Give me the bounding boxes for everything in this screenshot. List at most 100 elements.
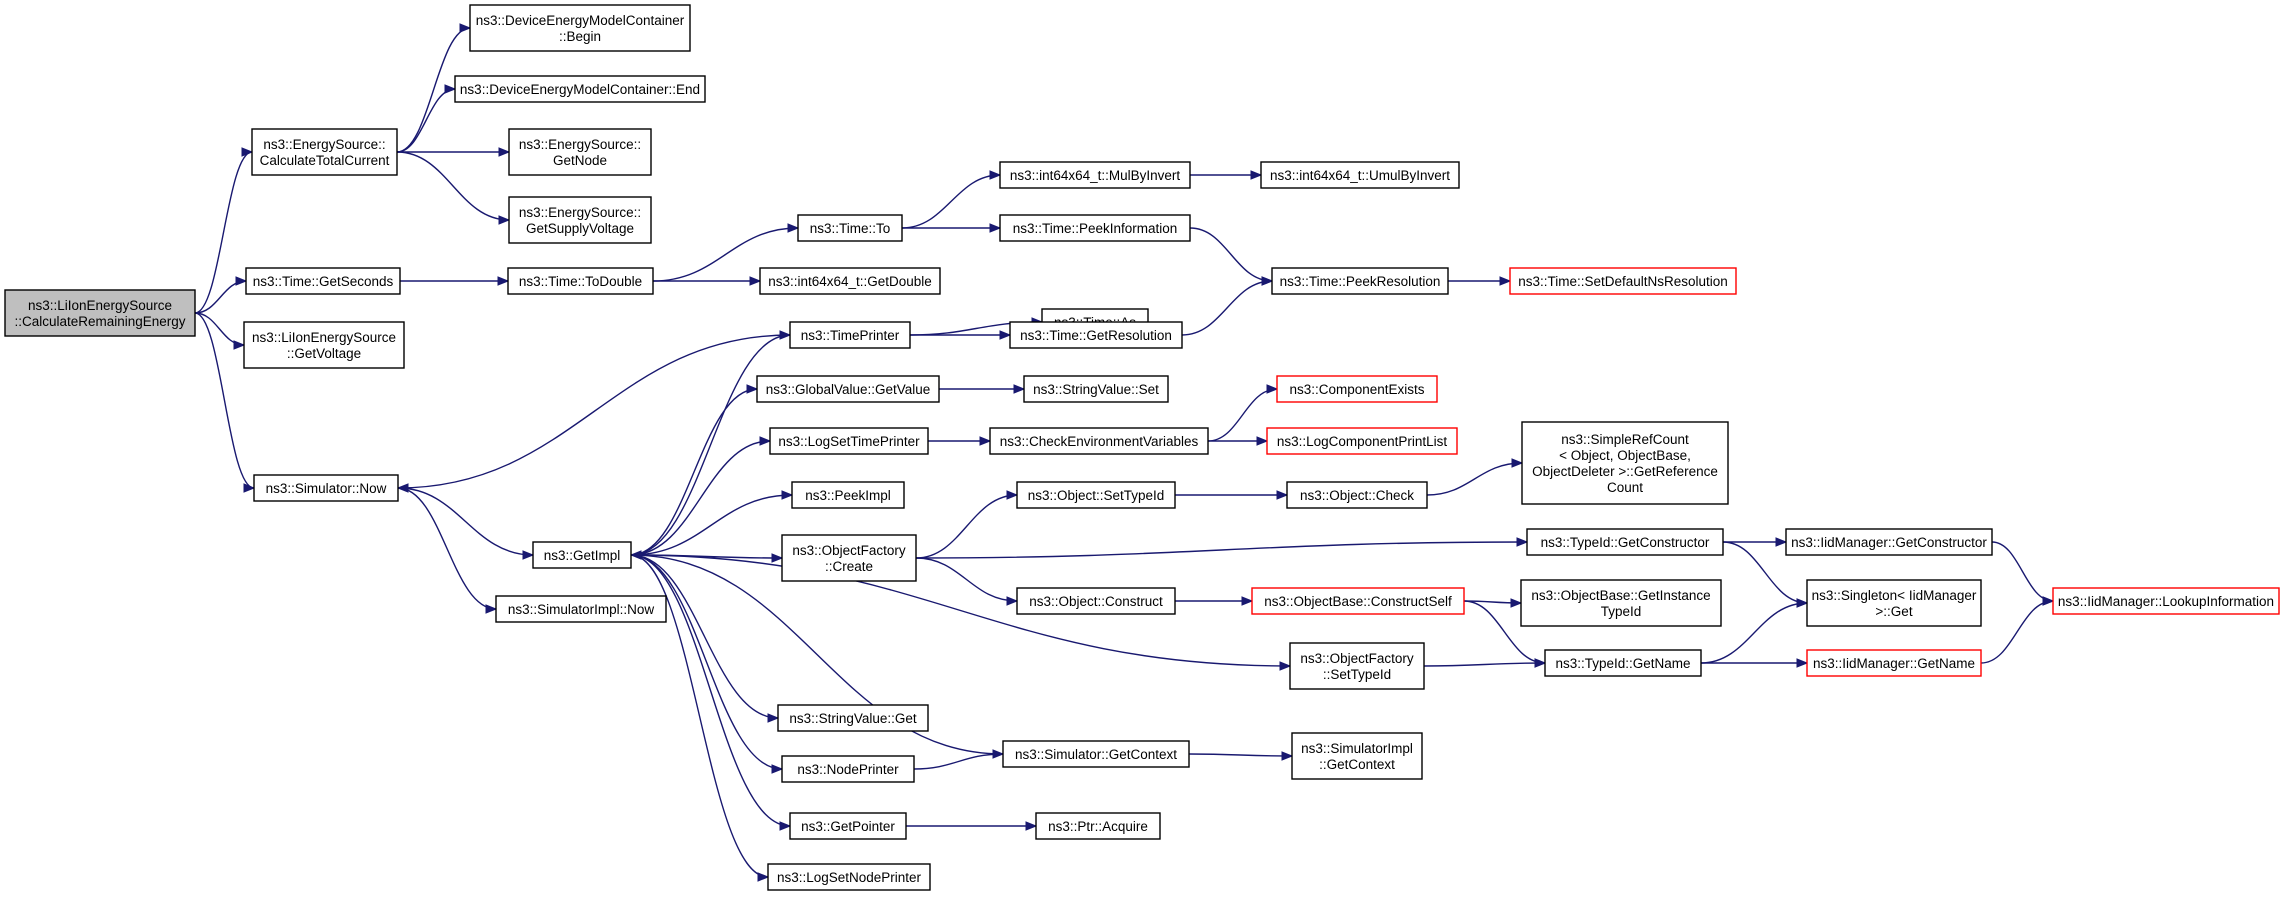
node-gv-get-value[interactable]: ns3::GlobalValue::GetValue [756, 375, 940, 403]
node-singleton-get[interactable]: ns3::Singleton< IidManager>::Get [1806, 579, 1982, 627]
node-box[interactable] [769, 427, 929, 455]
node-time-printer[interactable]: ns3::TimePrinter [789, 321, 911, 349]
node-box[interactable] [251, 128, 398, 176]
node-box[interactable] [495, 595, 667, 623]
node-sim-impl-now[interactable]: ns3::SimulatorImpl::Now [495, 595, 667, 623]
node-type-id-get-ctor[interactable]: ns3::TypeId::GetConstructor [1526, 528, 1724, 556]
node-box[interactable] [791, 481, 905, 509]
node-box[interactable] [789, 321, 911, 349]
node-root[interactable]: ns3::LiIonEnergySource::CalculateRemaini… [4, 289, 196, 337]
node-get-pointer[interactable]: ns3::GetPointer [789, 812, 907, 840]
node-time-get-seconds[interactable]: ns3::Time::GetSeconds [245, 267, 401, 295]
node-box[interactable] [508, 128, 652, 176]
node-box[interactable] [1806, 579, 1982, 627]
node-sim-impl-get-context[interactable]: ns3::SimulatorImpl::GetContext [1291, 732, 1423, 780]
node-box[interactable] [777, 704, 929, 732]
node-peek-information[interactable]: ns3::Time::PeekInformation [999, 214, 1191, 242]
node-iid-get-ctor[interactable]: ns3::IidManager::GetConstructor [1785, 528, 1993, 556]
node-box[interactable] [1271, 267, 1449, 295]
node-simple-ref-count[interactable]: ns3::SimpleRefCount< Object, ObjectBase,… [1521, 421, 1729, 505]
arrowhead [1534, 658, 1547, 668]
node-box[interactable] [759, 267, 941, 295]
node-check-env[interactable]: ns3::CheckEnvironmentVariables [989, 427, 1209, 455]
node-box[interactable] [781, 534, 917, 582]
node-box[interactable] [1785, 528, 1993, 556]
node-box[interactable] [1002, 740, 1190, 768]
node-box[interactable] [1526, 528, 1724, 556]
node-box[interactable] [1009, 321, 1183, 349]
node-ptr-acquire[interactable]: ns3::Ptr::Acquire [1035, 812, 1161, 840]
node-obj-check[interactable]: ns3::Object::Check [1286, 481, 1428, 509]
node-box[interactable] [1286, 481, 1428, 509]
node-of-set-type-id[interactable]: ns3::ObjectFactory::SetTypeId [1289, 642, 1425, 690]
node-get-impl[interactable]: ns3::GetImpl [532, 541, 632, 569]
node-log-comp-print[interactable]: ns3::LogComponentPrintList [1266, 427, 1458, 455]
node-box[interactable] [1509, 267, 1737, 295]
node-time-to-double[interactable]: ns3::Time::ToDouble [507, 267, 654, 295]
node-box[interactable] [1266, 427, 1458, 455]
node-box[interactable] [1521, 421, 1729, 505]
node-get-double[interactable]: ns3::int64x64_t::GetDouble [759, 267, 941, 295]
node-box[interactable] [2052, 587, 2280, 615]
node-box[interactable] [245, 267, 401, 295]
node-iid-get-name[interactable]: ns3::IidManager::GetName [1806, 649, 1982, 677]
node-box[interactable] [999, 214, 1191, 242]
node-box[interactable] [1544, 649, 1702, 677]
node-get-resolution[interactable]: ns3::Time::GetResolution [1009, 321, 1183, 349]
node-time-to[interactable]: ns3::Time::To [797, 214, 903, 242]
node-box[interactable] [1251, 587, 1465, 615]
node-sv-set[interactable]: ns3::StringValue::Set [1023, 375, 1169, 403]
node-box[interactable] [4, 289, 196, 337]
node-sim-get-context[interactable]: ns3::Simulator::GetContext [1002, 740, 1190, 768]
node-box[interactable] [469, 4, 691, 52]
node-sim-now[interactable]: ns3::Simulator::Now [253, 474, 399, 502]
node-box[interactable] [1289, 642, 1425, 690]
node-sv-get[interactable]: ns3::StringValue::Get [777, 704, 929, 732]
node-umul-by-invert[interactable]: ns3::int64x64_t::UmulByInvert [1260, 161, 1460, 189]
node-box[interactable] [797, 214, 903, 242]
node-mul-by-invert[interactable]: ns3::int64x64_t::MulByInvert [999, 161, 1191, 189]
node-peek-impl[interactable]: ns3::PeekImpl [791, 481, 905, 509]
node-peek-resolution[interactable]: ns3::Time::PeekResolution [1271, 267, 1449, 295]
node-demc-end[interactable]: ns3::DeviceEnergyModelContainer::End [454, 75, 706, 103]
node-box[interactable] [1260, 161, 1460, 189]
node-get-voltage[interactable]: ns3::LiIonEnergySource::GetVoltage [243, 321, 405, 369]
node-label-line: ns3::Ptr::Acquire [1048, 819, 1148, 834]
node-component-exists[interactable]: ns3::ComponentExists [1276, 375, 1438, 403]
node-calc-total[interactable]: ns3::EnergySource::CalculateTotalCurrent [251, 128, 398, 176]
node-box[interactable] [243, 321, 405, 369]
node-box[interactable] [1806, 649, 1982, 677]
node-set-default-ns[interactable]: ns3::Time::SetDefaultNsResolution [1509, 267, 1737, 295]
node-box[interactable] [1016, 587, 1176, 615]
node-obj-construct[interactable]: ns3::Object::Construct [1016, 587, 1176, 615]
node-box[interactable] [532, 541, 632, 569]
node-box[interactable] [756, 375, 940, 403]
node-box[interactable] [1035, 812, 1161, 840]
node-box[interactable] [253, 474, 399, 502]
node-box[interactable] [1520, 579, 1722, 627]
node-of-create[interactable]: ns3::ObjectFactory::Create [781, 534, 917, 582]
node-es-get-supply[interactable]: ns3::EnergySource::GetSupplyVoltage [508, 196, 652, 244]
node-iid-lookup[interactable]: ns3::IidManager::LookupInformation [2052, 587, 2280, 615]
node-ob-construct-self[interactable]: ns3::ObjectBase::ConstructSelf [1251, 587, 1465, 615]
node-box[interactable] [1276, 375, 1438, 403]
node-box[interactable] [507, 267, 654, 295]
node-box[interactable] [999, 161, 1191, 189]
node-box[interactable] [789, 812, 907, 840]
node-log-set-time-printer[interactable]: ns3::LogSetTimePrinter [769, 427, 929, 455]
node-box[interactable] [989, 427, 1209, 455]
node-set-type-id[interactable]: ns3::Object::SetTypeId [1016, 481, 1176, 509]
node-es-get-node[interactable]: ns3::EnergySource::GetNode [508, 128, 652, 176]
node-box[interactable] [767, 863, 931, 891]
node-box[interactable] [1291, 732, 1423, 780]
node-box[interactable] [781, 755, 915, 783]
node-log-set-node-printer[interactable]: ns3::LogSetNodePrinter [767, 863, 931, 891]
node-type-id-get-name[interactable]: ns3::TypeId::GetName [1544, 649, 1702, 677]
node-box[interactable] [1023, 375, 1169, 403]
node-node-printer[interactable]: ns3::NodePrinter [781, 755, 915, 783]
node-box[interactable] [508, 196, 652, 244]
node-demc-begin[interactable]: ns3::DeviceEnergyModelContainer::Begin [469, 4, 691, 52]
node-box[interactable] [454, 75, 706, 103]
node-box[interactable] [1016, 481, 1176, 509]
